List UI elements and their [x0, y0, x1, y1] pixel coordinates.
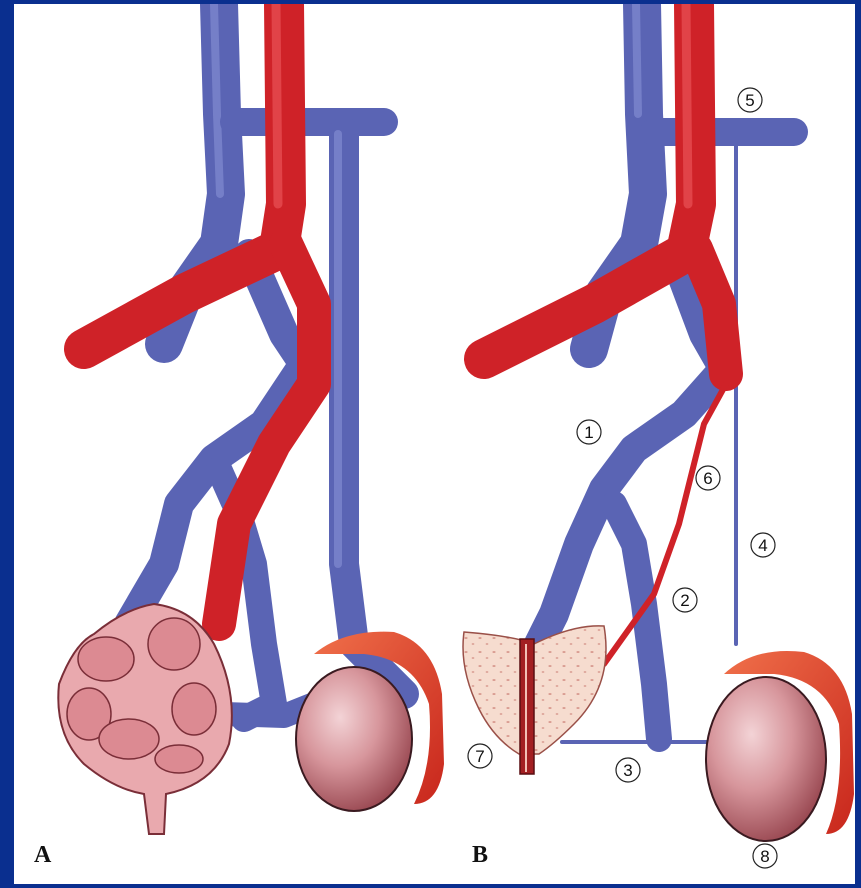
svg-text:5: 5	[745, 91, 754, 110]
callout-5: 5	[738, 88, 762, 112]
panel-a-prostate	[58, 604, 232, 834]
callout-2: 2	[673, 588, 697, 612]
panel-b: B	[463, 4, 854, 868]
svg-text:3: 3	[623, 761, 632, 780]
panel-b-testis	[706, 651, 854, 841]
anatomy-diagram: A	[14, 4, 855, 884]
svg-text:7: 7	[475, 747, 484, 766]
callout-6: 6	[696, 466, 720, 490]
panel-label-a: A	[34, 842, 52, 868]
svg-text:6: 6	[703, 469, 712, 488]
callout-4: 4	[751, 533, 775, 557]
callout-3: 3	[616, 758, 640, 782]
callout-7: 7	[468, 744, 492, 768]
callout-1: 1	[577, 420, 601, 444]
svg-text:4: 4	[758, 536, 767, 555]
panel-a: A	[34, 4, 444, 868]
svg-text:2: 2	[680, 591, 689, 610]
panel-label-b: B	[472, 842, 488, 868]
callout-8: 8	[753, 844, 777, 868]
svg-text:8: 8	[760, 847, 769, 866]
svg-text:1: 1	[584, 423, 593, 442]
